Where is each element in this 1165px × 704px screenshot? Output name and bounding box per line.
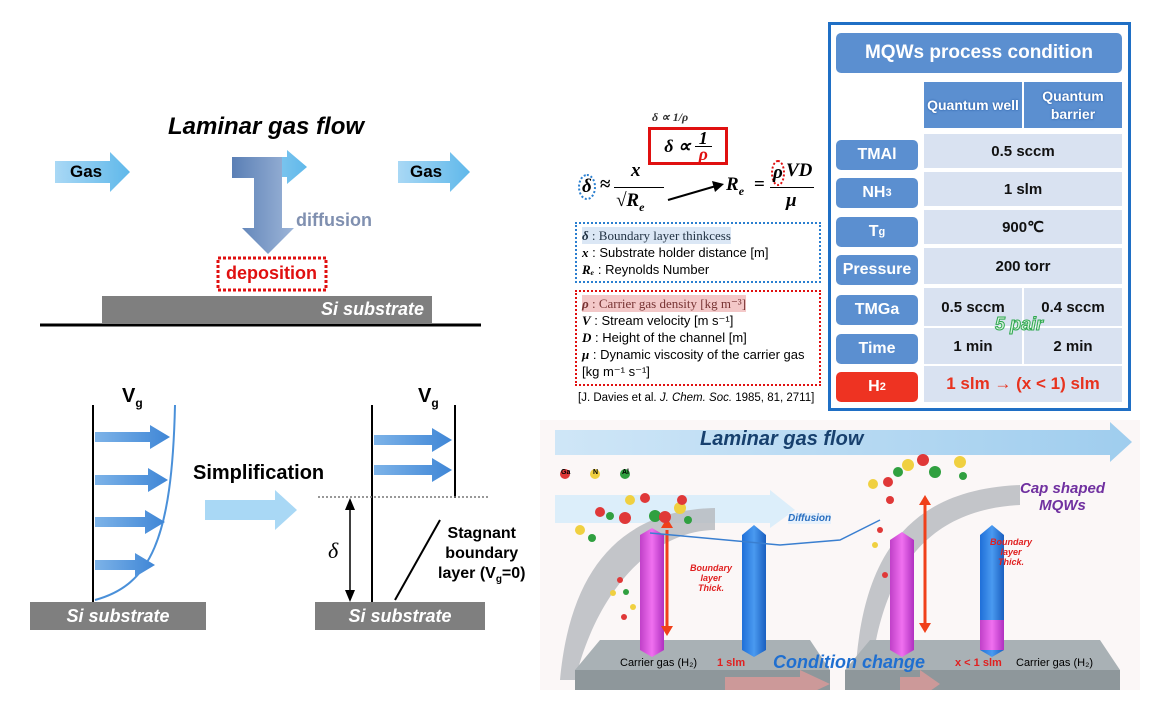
value-pressure: 200 torr (924, 248, 1122, 284)
pink-nanorod (640, 528, 664, 657)
value-tmga-barrier: 0.4 sccm (1024, 288, 1122, 326)
reynolds-definitions: ρ : Carrier gas density [kg m⁻³] V : Str… (575, 290, 821, 386)
illustration-title: Laminar gas flow (700, 428, 864, 450)
simplification-arrow (205, 490, 297, 530)
gas-arrow-right (398, 152, 470, 192)
simplification-label: Simplification (193, 462, 325, 484)
carrier-gas-right: Carrier gas (H₂) (1016, 657, 1093, 669)
condition-change-label: Condition change (773, 652, 925, 672)
value-tg: 900℃ (924, 210, 1122, 244)
vg-label-left: Vg (122, 385, 143, 410)
reynolds-formula: δ ≈ x √Re Re = ρ VD μ (576, 160, 816, 220)
substrate-left (575, 640, 830, 670)
velocity-profile-diagram (92, 404, 490, 602)
si-substrate-left: Si substrate (30, 602, 206, 630)
arrow-icon (667, 181, 724, 201)
value-time-well: 1 min (924, 328, 1022, 364)
gray-flow-curve (560, 508, 715, 680)
velocity-arrow (95, 510, 165, 534)
condition-change-arrow (900, 670, 940, 690)
atom-particles (560, 454, 967, 620)
gas-label-right: Gas (410, 162, 443, 181)
si-substrate-right: Si substrate (315, 602, 485, 630)
deposition-label: deposition (226, 263, 317, 283)
stagnant-pointer-line (394, 519, 441, 601)
row-label-time: Time (836, 334, 918, 364)
diffusion-label: diffusion (296, 210, 372, 230)
boundary-definitions: δ : Boundary layer thinkcess x : Substra… (575, 222, 821, 283)
velocity-arrow (374, 428, 452, 452)
boxed-formula-inline: δ ∝ 1/ρ (652, 110, 689, 124)
gas-flow-arrows (40, 150, 481, 327)
velocity-arrow (95, 425, 170, 449)
value-h2: 1 slm → (x < 1) slm (924, 366, 1122, 402)
col-header-barrier: Quantum barrier (1024, 82, 1122, 128)
delta-label: δ (328, 538, 339, 563)
value-time-barrier: 2 min (1024, 328, 1122, 364)
value-tmal: 0.5 sccm (924, 134, 1122, 168)
laminar-flow-title: Laminar gas flow (168, 113, 365, 140)
flow-rate-left: 1 slm (717, 657, 746, 669)
row-label-tmga: TMGa (836, 295, 918, 325)
gas-arrow-left (55, 152, 130, 192)
laminar-flow-band (555, 422, 1132, 462)
flow-rate-right: x < 1 slm (955, 657, 1002, 669)
condition-change-arrow (725, 670, 830, 690)
vg-label-right: Vg (418, 385, 439, 410)
velocity-profile-curve (94, 404, 176, 601)
col-header-well: Quantum well (924, 82, 1022, 128)
row-label-tmal: TMAl (836, 140, 918, 170)
value-tmga-well: 0.5 sccm (924, 288, 1022, 326)
diffusion-path (649, 519, 881, 546)
pink-nanorod (890, 532, 914, 657)
blue-nanorod (742, 525, 766, 657)
value-nh3: 1 slm (924, 172, 1122, 206)
diffusion-label-illustration: Diffusion (788, 513, 832, 524)
velocity-arrow (374, 458, 452, 482)
carrier-gas-left: Carrier gas (H₂) (620, 657, 697, 669)
table-title: MQWs process condition (836, 33, 1122, 73)
citation: [J. Davies et al. J. Chem. Soc. 1985, 81… (578, 392, 815, 404)
pair-note: 5 pair (994, 314, 1044, 335)
boxed-proportionality: δ ∝ 1 ρ (648, 127, 728, 165)
growth-illustration (540, 420, 1140, 690)
velocity-arrow (95, 468, 168, 492)
row-label-pressure: Pressure (836, 255, 918, 285)
gas-label-left: Gas (70, 162, 103, 181)
diffusion-arrow (232, 157, 294, 254)
si-substrate-top: Si substrate (102, 296, 432, 323)
velocity-arrow (95, 553, 155, 577)
